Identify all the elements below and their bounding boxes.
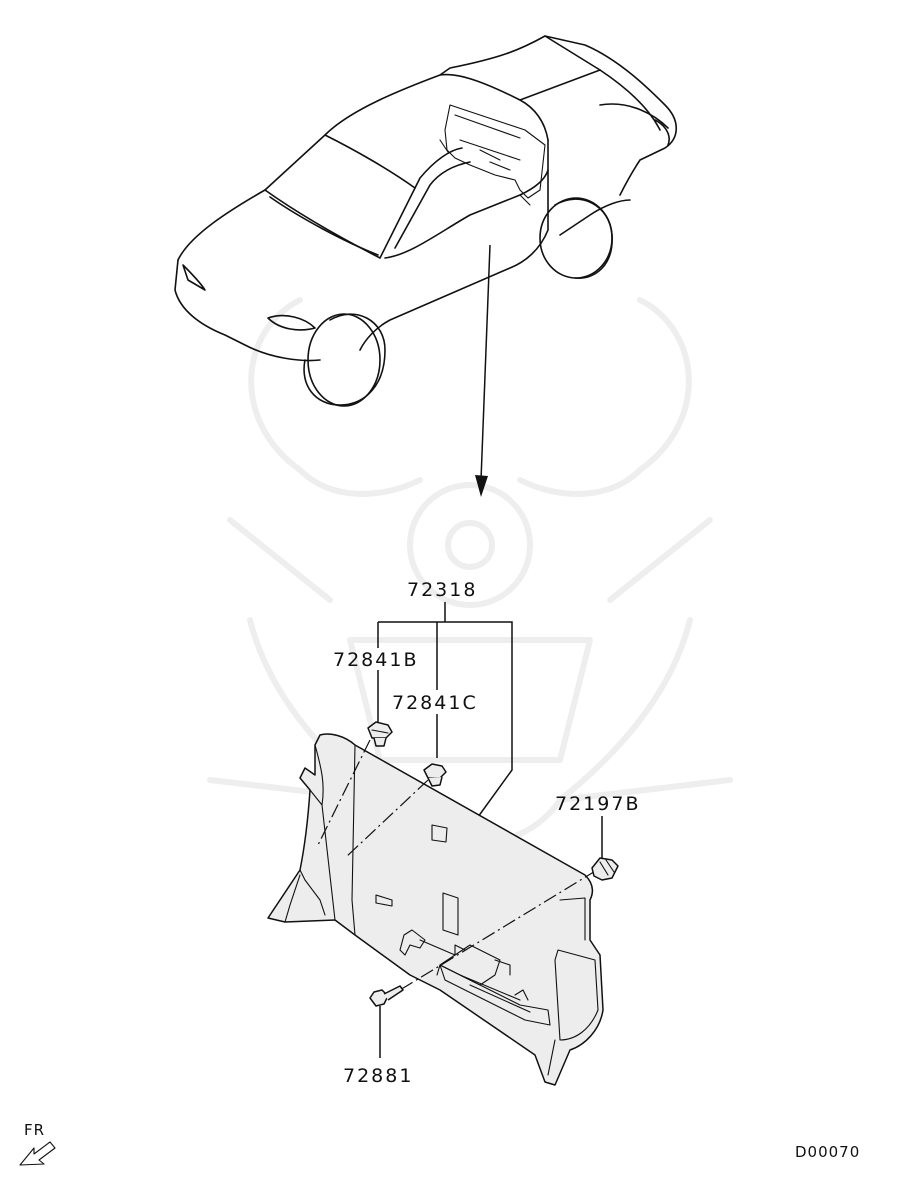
clip-72841B xyxy=(367,721,393,747)
fastener-center-lines xyxy=(317,739,598,991)
label-72881: 72881 xyxy=(343,1065,413,1087)
rear-trim-panel xyxy=(267,733,604,1086)
pickup-truck-illustration xyxy=(174,35,678,407)
diagram-code: D00070 xyxy=(795,1143,860,1161)
direction-label: FR xyxy=(24,1121,45,1139)
leader-lines xyxy=(377,602,603,1058)
label-72841C: 72841C xyxy=(392,692,478,714)
clip-72197B xyxy=(591,857,619,881)
detail-pointer-arrow xyxy=(475,244,491,497)
label-72197B: 72197B xyxy=(555,793,640,815)
screw-72881 xyxy=(369,985,404,1007)
label-72318: 72318 xyxy=(407,579,477,601)
label-72841B: 72841B xyxy=(333,649,418,671)
samurai-helmet-watermark xyxy=(207,297,733,848)
clip-72841C xyxy=(423,763,447,787)
front-direction-arrow-icon xyxy=(19,1141,56,1166)
front-direction-indicator: FR xyxy=(19,1121,56,1166)
